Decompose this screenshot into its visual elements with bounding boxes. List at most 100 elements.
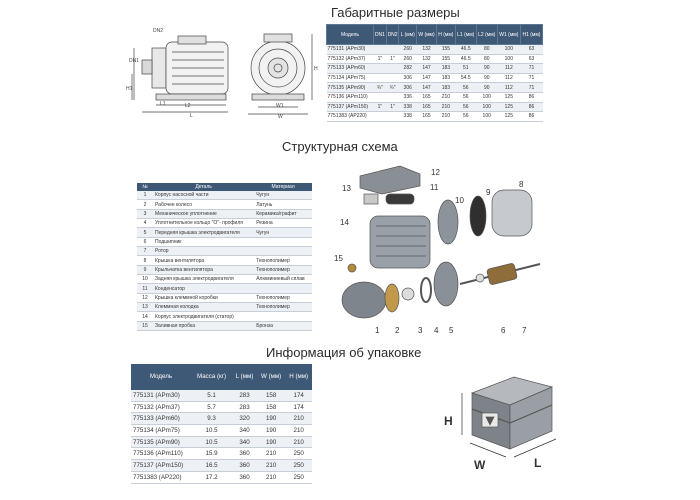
parts-header-num: № [137,183,153,191]
parts-cell-part: Задняя крышка электродвигателя [153,274,255,285]
parts-cell-material: Резина [254,218,312,229]
label-l2: L2 [185,103,191,109]
dims-header-dn1: DN1 [373,24,387,45]
pack-cell-h: 250 [285,459,312,472]
pack-header-model: Модель [131,364,191,390]
callout-number: 11 [430,183,439,192]
dims-cell-w1: 112 [497,73,521,84]
parts-cell-part: Крышка клеммной коробки [153,293,255,304]
dims-cell-w: 147 [416,63,437,74]
pack-cell-model: 775131 (APm30) [131,390,191,402]
callout-number: 12 [431,168,440,177]
pack-cell-model: 775137 (APm150) [131,459,191,472]
dimensions-table: Модель DN1 DN2 L (мм) W (мм) H (мм) L1 (… [326,24,544,122]
callout-number: 2 [395,326,400,335]
pack-cell-w: 190 [256,424,286,437]
parts-cell-num: 11 [137,283,153,294]
dims-cell-l1: 56 [455,92,477,103]
parts-cell-material: Технополимер [254,265,312,276]
parts-cell-material [254,246,312,257]
dims-cell-l2: 100 [476,102,498,113]
pump-dimension-drawing [131,33,313,115]
dims-header-dn2: DN2 [385,24,400,45]
pack-cell-mass: 10.5 [191,424,233,437]
pack-cell-model: 775135 (APm90) [131,436,191,449]
parts-cell-part: Корпус электродвигателя (статор) [153,311,255,322]
dims-cell-l2: 90 [476,73,498,84]
dims-cell-l: 306 [398,82,417,93]
parts-cell-num: 10 [137,274,153,285]
pack-cell-w: 210 [256,447,286,461]
dims-cell-w: 165 [416,102,437,113]
dims-cell-w1: 100 [497,44,521,55]
label-w: W [278,114,283,120]
parts-cell-num: 2 [137,199,153,210]
parts-cell-num: 3 [137,209,153,220]
dims-cell-dn2: 1" [386,102,399,113]
dimensions-title: Габаритные размеры [331,5,460,20]
box-label-w: W [474,458,486,472]
dims-cell-dn1 [373,92,387,103]
dims-cell-dn1 [373,73,387,84]
dims-cell-h: 210 [436,92,456,103]
dims-cell-dn2 [386,92,399,103]
dims-cell-dn1: ¾" [373,82,387,93]
dims-header-h1: H1 (мм) [519,24,544,45]
pack-header-mass: Масса (кг) [191,364,233,390]
pack-cell-h: 174 [285,401,312,414]
dims-cell-model: 775135 (APm90) [326,82,374,93]
parts-cell-material: Чугун [254,191,312,201]
parts-cell-part: Конденсатор [153,283,255,294]
pack-cell-h: 250 [285,447,312,461]
dims-cell-l1: 56 [455,82,477,93]
dims-cell-h: 183 [436,63,456,74]
callout-number: 5 [449,326,454,335]
dims-cell-h1: 71 [520,63,543,74]
dims-cell-dn2 [386,44,399,55]
dims-cell-dn2: 1" [386,54,399,65]
dims-cell-w: 147 [416,82,437,93]
dims-cell-h1: 71 [520,73,543,84]
dims-header-h: H (мм) [436,24,456,45]
dims-cell-w1: 125 [497,111,521,122]
exploded-view-diagram [341,165,541,319]
pack-cell-mass: 16.5 [191,459,233,472]
dims-cell-l2: 100 [476,92,498,103]
dims-cell-dn2 [386,73,399,84]
callout-number: 6 [501,326,506,335]
dims-cell-model: 7751383 (AP220) [326,111,374,122]
dims-cell-w1: 112 [497,82,521,93]
parts-cell-material: Керамика/графит [254,209,312,220]
packaging-title: Информация об упаковке [266,345,422,360]
pack-cell-w: 210 [256,471,286,484]
parts-header-material: Материал [254,183,312,191]
pack-header-w: W (мм) [256,364,286,390]
dims-cell-h1: 86 [520,111,543,122]
dims-cell-h1: 71 [520,82,543,93]
dims-cell-h1: 63 [520,54,543,65]
dims-cell-h: 210 [436,102,456,113]
parts-cell-material: Бронза [254,321,312,332]
parts-cell-num: 4 [137,218,153,229]
dims-cell-h: 155 [436,44,456,55]
label-h: H [314,66,318,72]
dims-cell-l2: 100 [476,111,498,122]
box-label-h: H [444,414,453,428]
pack-cell-w: 190 [256,436,286,449]
dims-cell-w: 165 [416,92,437,103]
pack-cell-model: 775134 (APm75) [131,424,191,437]
dims-cell-l1: 51 [455,63,477,74]
dims-cell-dn1: 1" [373,102,387,113]
dims-cell-model: 775137 (APm150) [326,102,374,113]
parts-cell-num: 15 [137,321,153,332]
